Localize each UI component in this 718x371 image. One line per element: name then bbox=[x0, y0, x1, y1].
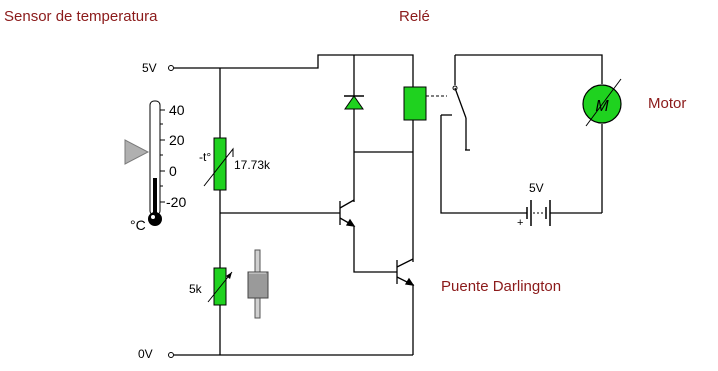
thermometer-tick-1: 40 bbox=[169, 102, 185, 118]
darlington-title: Puente Darlington bbox=[441, 278, 562, 295]
potentiometer-slider[interactable] bbox=[247, 249, 269, 319]
battery-voltage-label: 5V bbox=[529, 181, 544, 195]
diode bbox=[344, 95, 364, 110]
thermistor bbox=[203, 137, 234, 191]
vcc-label: 5V bbox=[142, 61, 157, 75]
potentiometer-value: 5k bbox=[189, 282, 203, 296]
vcc-terminal bbox=[168, 65, 174, 71]
wires bbox=[174, 54, 603, 356]
gnd-label: 0V bbox=[138, 347, 153, 361]
potentiometer bbox=[207, 267, 233, 306]
thermometer-tick-4: -20 bbox=[166, 194, 186, 210]
relay-switch bbox=[441, 85, 467, 119]
battery-plus-label: + bbox=[517, 217, 523, 229]
thermistor-symbol: -t° bbox=[199, 150, 211, 164]
motor-symbol: M bbox=[595, 98, 609, 115]
relay-coil bbox=[403, 86, 427, 121]
thermometer-unit: °C bbox=[130, 217, 146, 233]
transistor-q2 bbox=[396, 258, 415, 286]
sensor-title: Sensor de temperatura bbox=[4, 8, 158, 25]
thermistor-value: 17.73k bbox=[234, 158, 271, 172]
battery bbox=[526, 200, 551, 226]
thermometer-tick-3: 0 bbox=[169, 163, 177, 179]
transistor-q1 bbox=[339, 199, 356, 227]
gnd-terminal bbox=[168, 352, 174, 358]
relay-title: Relé bbox=[399, 8, 430, 25]
thermometer bbox=[148, 100, 165, 226]
temperature-pointer-icon[interactable] bbox=[124, 139, 150, 165]
motor: M bbox=[582, 78, 622, 127]
motor-title: Motor bbox=[648, 95, 687, 112]
thermometer-tick-2: 20 bbox=[169, 132, 185, 148]
